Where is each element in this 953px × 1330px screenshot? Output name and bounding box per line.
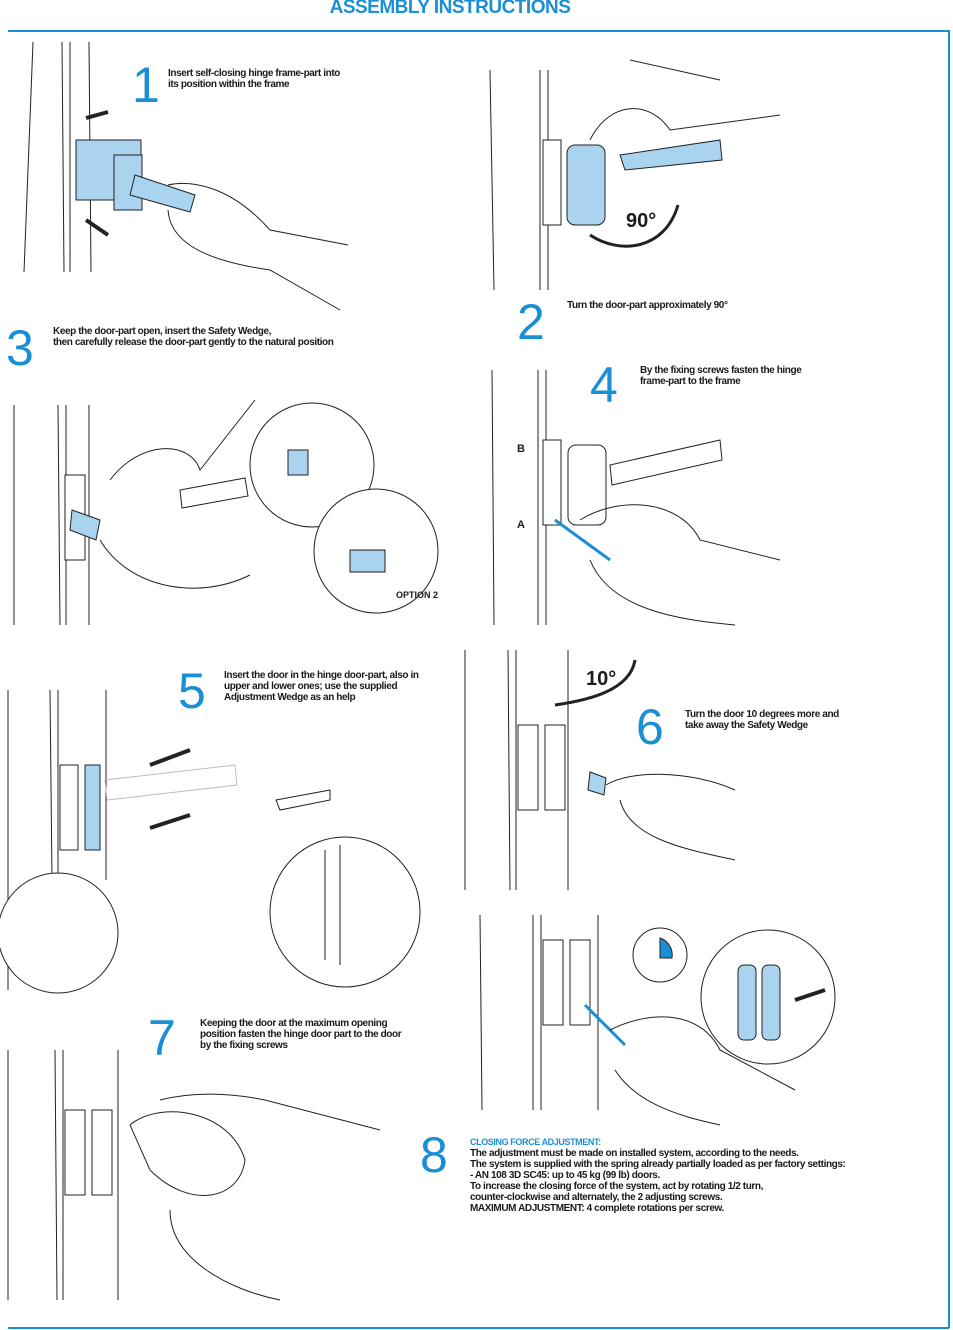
- step-number-7: 7: [148, 1010, 176, 1066]
- point-a-label: A: [517, 519, 525, 531]
- step-text-8: The adjustment must be made on installed…: [470, 1148, 846, 1214]
- step-text-5: Insert the door in the hinge door-part, …: [224, 670, 419, 703]
- step-text-4: By the fixing screws fasten the hinge fr…: [640, 365, 802, 387]
- step-3-illustration: [13, 399, 439, 626]
- step-8-heading: CLOSING FORCE ADJUSTMENT:: [470, 1137, 601, 1147]
- point-b-label: B: [517, 443, 525, 455]
- step-text-6: Turn the door 10 degrees more and take a…: [685, 709, 839, 731]
- step-text-3: Keep the door-part open, insert the Safe…: [53, 326, 334, 348]
- bottom-divider: [8, 1327, 949, 1329]
- step-text-2: Turn the door-part approximately 90°: [567, 300, 728, 311]
- step-2-illustration: [489, 59, 781, 291]
- step-number-8: 8: [420, 1127, 448, 1183]
- step-text-7: Keeping the door at the maximum opening …: [200, 1018, 402, 1051]
- angle-10-label: 10°: [586, 668, 617, 690]
- step-8-illustration: [479, 914, 836, 1126]
- step-number-2: 2: [517, 294, 545, 350]
- step-7-illustration: [7, 1049, 381, 1301]
- step-number-3: 3: [6, 320, 34, 376]
- step-number-1: 1: [132, 57, 160, 113]
- step-text-1: Insert self-closing hinge frame-part int…: [168, 68, 340, 90]
- step-number-6: 6: [636, 699, 664, 755]
- step-4-illustration: [491, 369, 781, 626]
- angle-90-label: 90°: [626, 210, 657, 232]
- step-number-5: 5: [178, 663, 206, 719]
- page-title: ASSEMBLY INSTRUCTIONS: [329, 0, 571, 18]
- step-5-illustration: [0, 689, 421, 994]
- right-border: [948, 30, 950, 1328]
- top-divider: [8, 30, 949, 32]
- step-6-illustration: [464, 649, 736, 891]
- option-2-label: OPTION 2: [396, 590, 439, 600]
- step-number-4: 4: [590, 357, 618, 413]
- step-1-illustration: [23, 41, 349, 311]
